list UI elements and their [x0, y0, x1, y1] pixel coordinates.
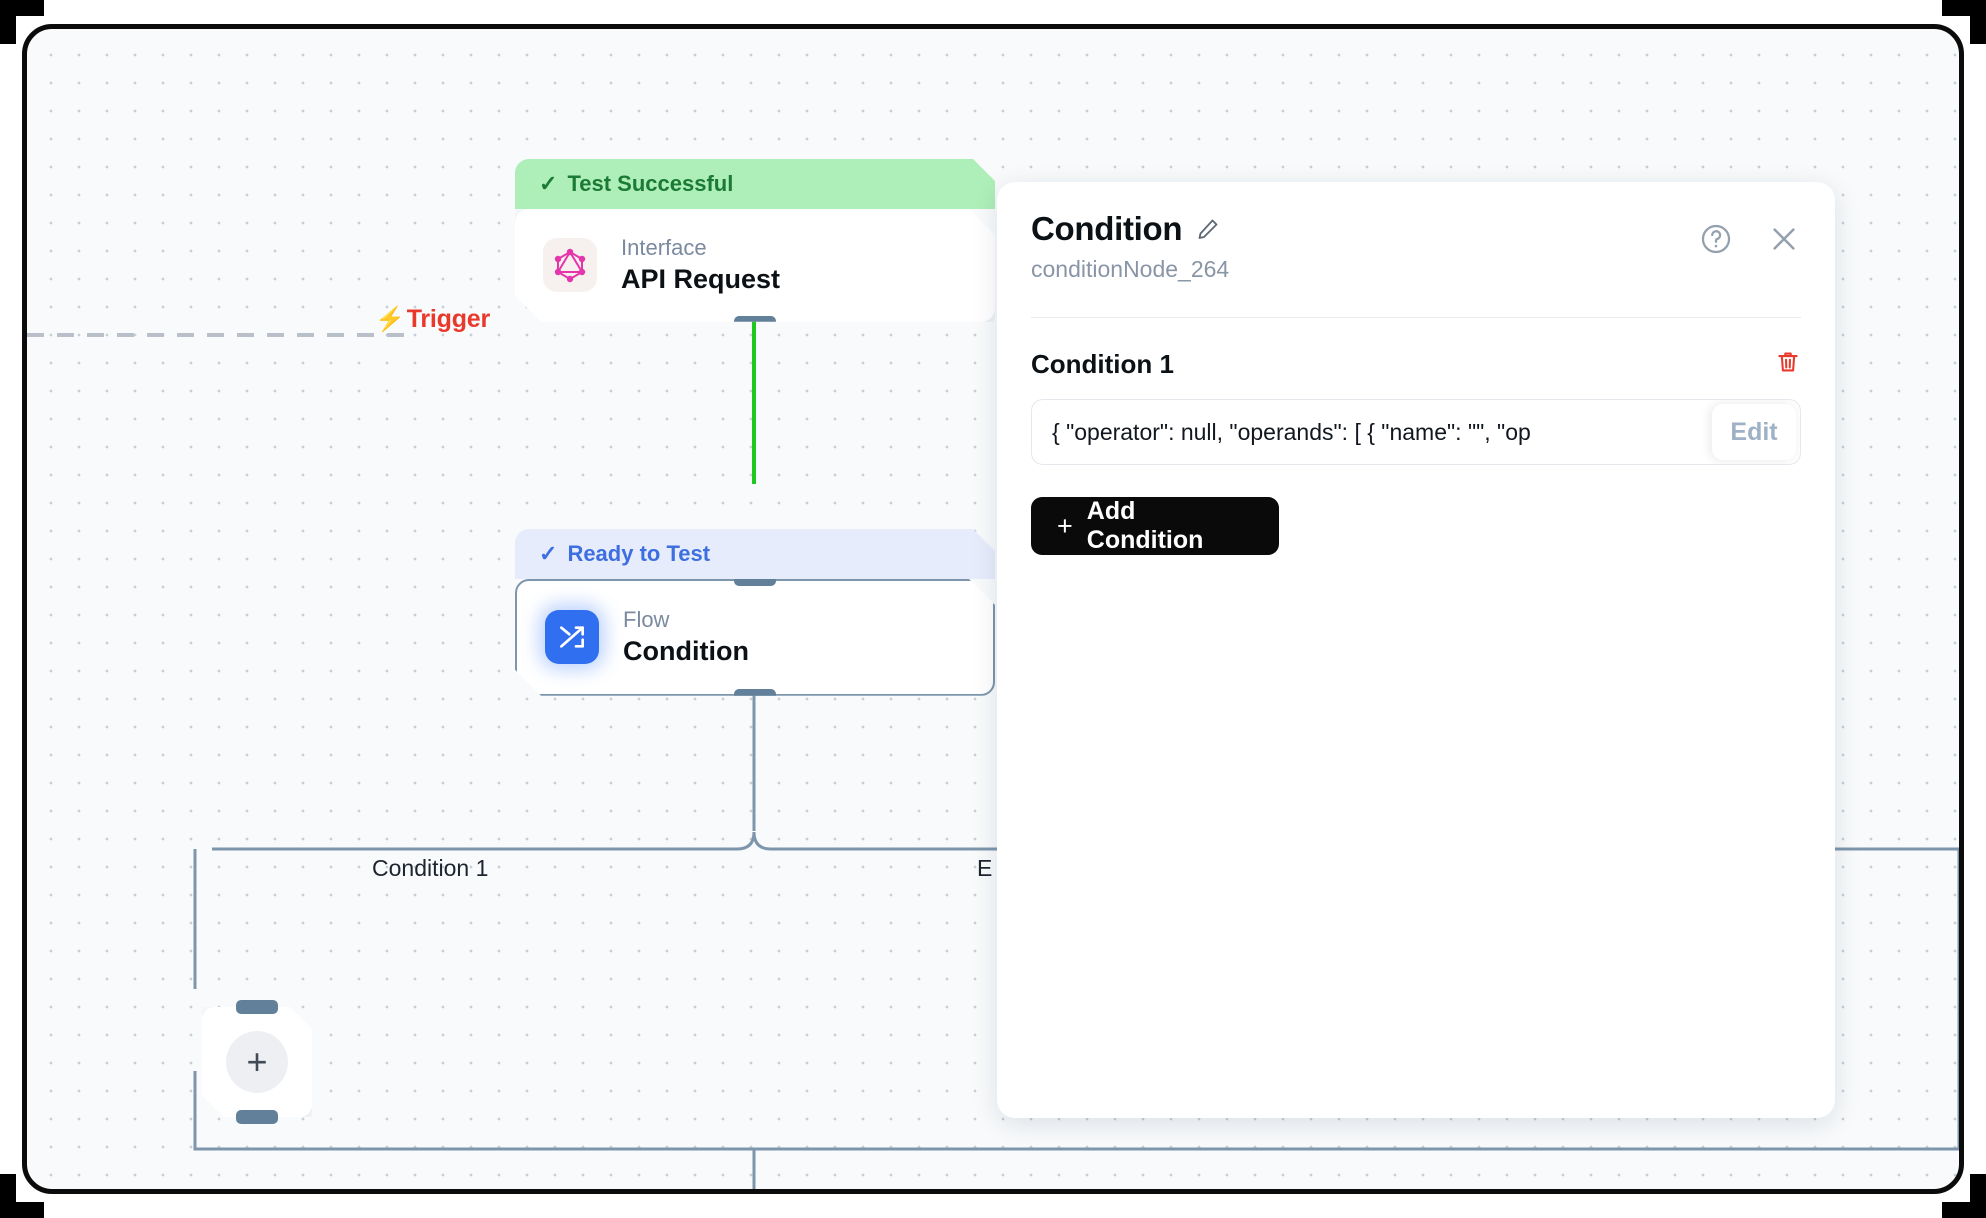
flow-branch-icon [545, 610, 599, 664]
node-card-condition[interactable]: Flow Condition [515, 579, 995, 696]
trigger-label: ⚡ Trigger [375, 305, 490, 334]
lightning-bolt-icon: ⚡ [375, 305, 405, 333]
node-condition[interactable]: ✓ Ready to Test Flow Condition [515, 529, 995, 696]
close-icon[interactable] [1767, 222, 1801, 256]
panel-header: Condition conditionNode_264 [1031, 210, 1801, 283]
add-node-handle-bottom[interactable] [236, 1110, 278, 1124]
corner-mark-bottom-right [1970, 1174, 1986, 1218]
condition-json-value[interactable]: { "operator": null, "operands": [ { "nam… [1052, 418, 1531, 445]
condition-header-row: Condition 1 [1031, 348, 1801, 381]
panel-node-id: conditionNode_264 [1031, 256, 1230, 282]
node-kind-label: Interface [621, 235, 707, 260]
condition-json-field[interactable]: { "operator": null, "operands": [ { "nam… [1031, 399, 1801, 465]
node-card-api-request[interactable]: Interface API Request [515, 209, 995, 322]
edge-merge-left [193, 1091, 1137, 1151]
add-condition-label: Add Condition [1086, 497, 1204, 554]
edge-branch-bus [212, 831, 1959, 851]
page-title: Condition [1031, 210, 1183, 247]
node-status-badge-api-request: ✓ Test Successful [515, 159, 995, 209]
node-text-condition: Flow Condition [623, 607, 749, 668]
corner-mark-top-right [1970, 0, 1986, 44]
condition-label: Condition 1 [1031, 349, 1174, 379]
node-title-label: Condition [623, 636, 749, 667]
add-node-button[interactable]: + [202, 1007, 312, 1117]
graphql-icon [543, 238, 597, 292]
panel-header-left: Condition conditionNode_264 [1031, 210, 1229, 283]
panel-actions [1699, 210, 1801, 256]
edge-merge-right [1137, 1091, 1959, 1151]
add-condition-button[interactable]: + Add Condition [1031, 497, 1279, 555]
node-detail-panel[interactable]: Condition conditionNode_264 [997, 182, 1835, 1118]
check-icon: ✓ [539, 171, 558, 196]
edge-layer [27, 297, 1959, 1189]
trigger-label-text: Trigger [406, 305, 491, 333]
node-status-text: Ready to Test [567, 541, 711, 566]
pencil-icon[interactable] [1196, 217, 1220, 241]
panel-divider [1031, 317, 1801, 318]
edge-label-condition-1: Condition 1 [372, 855, 489, 881]
plus-icon[interactable]: + [226, 1031, 288, 1093]
plus-icon: + [1057, 510, 1073, 541]
node-title-label: API Request [621, 264, 781, 295]
corner-mark-bottom-left [0, 1174, 16, 1218]
node-status-text: Test Successful [567, 171, 734, 196]
node-api-request[interactable]: ✓ Test Successful [515, 159, 995, 322]
add-node-wrapper: + [202, 1000, 312, 1124]
corner-mark-top-left [0, 0, 16, 44]
check-icon: ✓ [539, 541, 558, 566]
edge-label-else: E [977, 855, 993, 881]
question-circle-icon[interactable] [1699, 222, 1733, 256]
node-kind-label: Flow [623, 607, 670, 632]
edit-button[interactable]: Edit [1712, 404, 1796, 460]
add-node-handle-top[interactable] [236, 1000, 278, 1014]
node-status-badge-condition: ✓ Ready to Test [515, 529, 995, 579]
panel-title-row: Condition [1031, 210, 1229, 248]
trash-icon[interactable] [1775, 348, 1801, 381]
node-text-api-request: Interface API Request [621, 235, 780, 296]
